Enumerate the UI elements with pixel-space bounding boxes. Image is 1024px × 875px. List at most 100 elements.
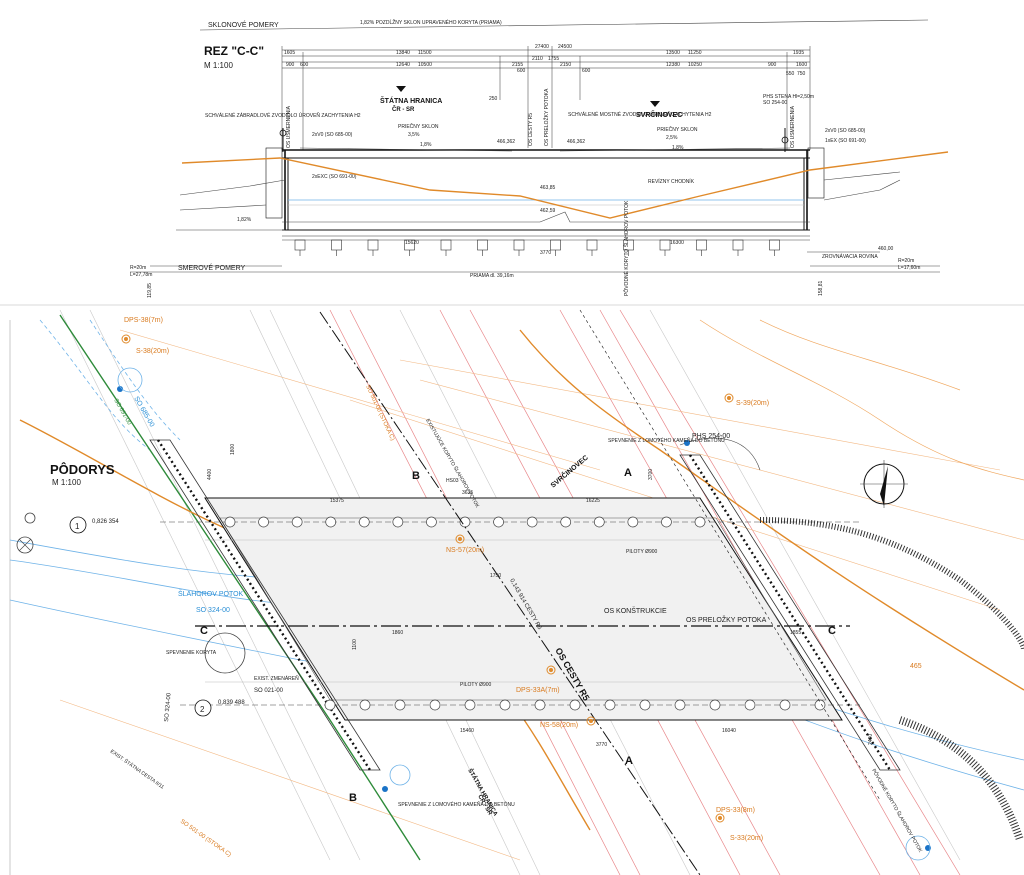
plan-piles xyxy=(224,516,826,711)
north-arrow-icon xyxy=(860,460,908,508)
section-right-note: PÔVODNÉ KORYTO ŠLAHOROV POTOK xyxy=(623,200,630,296)
cut-c-left: C xyxy=(200,625,208,637)
plan-pile-icon xyxy=(429,699,441,711)
section-slope-label: SKLONOVÉ POMERY xyxy=(208,20,279,29)
section-pct-3: 1,82% xyxy=(237,217,252,223)
dim-250: 250 xyxy=(489,96,498,102)
plan-dim-1100: 1100 xyxy=(352,639,358,650)
dim-24500: 24500 xyxy=(558,44,572,50)
section-pile xyxy=(586,239,598,256)
cut-b-top: B xyxy=(412,470,420,482)
section-cross-slope-left-val: 3,5% xyxy=(408,132,420,138)
dim-11500: 11500 xyxy=(418,50,432,56)
label-ns-57: NS-57(20m) xyxy=(446,547,484,554)
section-straight: PRIAMA dl. 39,16m xyxy=(470,273,514,279)
plan-pile-icon xyxy=(627,516,639,528)
section-svrcinovec: SVRČINOVEC xyxy=(636,110,682,119)
label-s-33: S-33(20m) xyxy=(730,835,763,842)
plan-pile-icon xyxy=(325,516,337,528)
dim-11250: 11250 xyxy=(688,50,702,56)
plan-pile-icon xyxy=(526,516,538,528)
plan-pile-icon xyxy=(493,516,504,528)
section-dim-3770: 3770 xyxy=(540,250,551,256)
label-bed-fix: SPEVNENIE KORYTA xyxy=(166,650,217,656)
section-pile xyxy=(696,239,707,256)
survey-line xyxy=(59,309,331,861)
section-railing-left: SCHVÁLENÉ ZÁBRADLOVÉ ZVODIDLO ÚROVEŇ ZAC… xyxy=(205,112,361,119)
label-stream-name: ŠLAHOROV POTOK xyxy=(178,589,244,598)
label-so-021: SO 021-00 xyxy=(254,688,284,694)
plan-pile-icon xyxy=(464,699,476,711)
cut-b-bottom: B xyxy=(349,792,357,804)
dim-1600: 1600 xyxy=(796,62,807,68)
section-pipe-left-2: 2xEXC (SO 691-00) xyxy=(312,174,357,180)
survey-line xyxy=(649,309,961,861)
section-r-right: R=20m xyxy=(898,258,914,264)
section-os-left: OS USMERNENIA xyxy=(286,105,292,148)
plan-pile-icon xyxy=(499,699,511,711)
dim-600-a: 600 xyxy=(300,62,309,68)
dim-27400: 27400 xyxy=(535,44,549,50)
plan-pile-icon xyxy=(709,699,721,711)
label-contour-465: 465 xyxy=(910,663,922,670)
contour-line xyxy=(399,359,1001,471)
section-dimension-chains: 27400 24500 13840 11500 12640 10500 1350… xyxy=(281,44,811,150)
section-state-border: ŠTÁTNA HRANICA xyxy=(380,96,442,105)
plan-pile-icon xyxy=(593,516,605,528)
plan-axis-1-station: 0,826 354 xyxy=(92,519,119,525)
section-pct-2: 1,8% xyxy=(672,145,684,151)
plan-scale: M 1:100 xyxy=(52,478,81,487)
plan-pile-icon xyxy=(359,699,371,711)
plan-axis-2-station: 0,839 488 xyxy=(218,700,245,706)
plan-pile-icon xyxy=(674,699,686,711)
section-view: SKLONOVÉ POMERY 1,82% POZDĹŽNY SKLON UPR… xyxy=(130,18,949,298)
section-level-right: 460,00 xyxy=(878,246,894,252)
plan-pile-icon xyxy=(569,699,581,711)
plan-dim-1800: 1800 xyxy=(230,444,236,455)
label-ns-58: NS-58(20m) xyxy=(540,722,578,729)
label-exist-exchange: EXIST. ZMENÁREŇ xyxy=(254,675,299,682)
section-stat-left: 119,85 xyxy=(147,283,153,298)
section-pipe-left-1: 2xV0 (SO 685-00) xyxy=(312,132,353,138)
plan-pile-icon xyxy=(392,516,404,528)
section-leveling: ZROVNÁVACIA ROVINA xyxy=(822,253,878,260)
label-hs: HS03 xyxy=(446,478,459,484)
plan-pile-icon xyxy=(534,699,546,711)
plan-pile-icon xyxy=(560,516,572,528)
dim-12640: 12640 xyxy=(396,62,410,68)
section-cross-slope-right: PRIEČNY SKLON xyxy=(657,126,698,133)
plan-dim-1855: 1855 xyxy=(790,630,801,636)
section-l-left: L=27,78m xyxy=(130,272,152,278)
survey-line xyxy=(89,309,361,861)
dim-2110: 2110 xyxy=(532,56,543,62)
dim-900-right: 900 xyxy=(768,62,777,68)
plan-dim-2480: 2480 xyxy=(868,734,874,745)
dim-13500: 13500 xyxy=(666,50,680,56)
section-level-4: 462,59 xyxy=(540,208,556,214)
section-level-3: 463,85 xyxy=(540,185,556,191)
section-pipe-right-1: 2xV0 (SO 685-00) xyxy=(825,128,866,134)
section-dim-16300: 16300 xyxy=(670,240,684,246)
section-r-left: R=20m xyxy=(130,265,146,271)
cut-c-right: C xyxy=(828,625,836,637)
dim-13840: 13840 xyxy=(396,50,410,56)
section-piles xyxy=(294,239,780,256)
plan-dim-15375: 15375 xyxy=(330,498,344,504)
bridge-deck-plan xyxy=(149,439,901,771)
dim-2150: 2150 xyxy=(560,62,571,68)
section-railing-mid: SCHVÁLENÉ MOSTNÉ ZVODIDLO ÚROVEŇ ZACHYTE… xyxy=(568,111,712,118)
plan-pile-icon xyxy=(258,516,269,528)
plan-title: PÔDORYS xyxy=(50,462,115,477)
axis-marker-2: 2 xyxy=(194,699,212,717)
section-pct-1: 1,8% xyxy=(420,142,432,148)
dim-550: 550 xyxy=(786,71,795,77)
section-scale: M 1:100 xyxy=(204,61,233,70)
section-title: REZ "C-C" xyxy=(204,44,264,58)
dim-900-left: 900 xyxy=(286,62,295,68)
section-level-1: 466,362 xyxy=(497,139,515,145)
section-l-right: L=17,60m xyxy=(898,265,920,271)
plan-pile-icon xyxy=(291,516,303,528)
section-phs-wall: PHS STENA Hl=2,50m xyxy=(763,94,814,100)
section-pile xyxy=(623,239,634,256)
section-pile xyxy=(550,239,561,256)
